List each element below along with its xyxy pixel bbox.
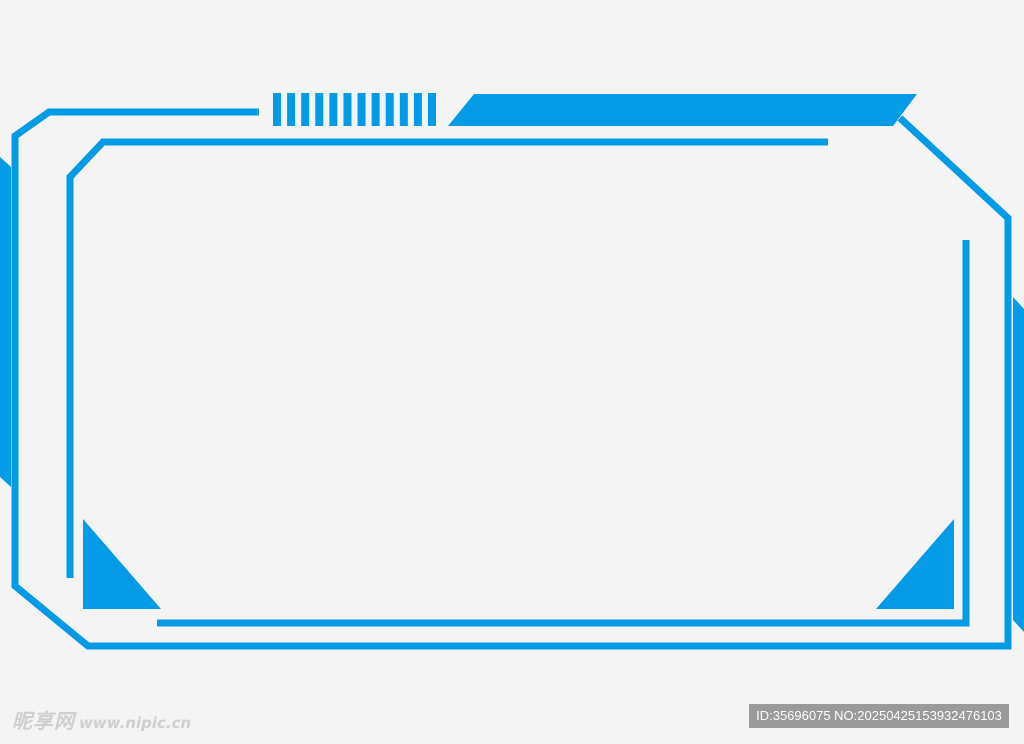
tick-bar [343,93,352,126]
image-id-badge: ID:35696075 NO:20250425153932476103 [749,704,1009,728]
bottom-left-corner-triangle [83,519,161,609]
tick-bar [413,93,422,126]
tick-bar [287,93,296,126]
watermark-brand: 昵享网 [12,709,75,733]
watermark-url: www.nipic.cn [79,714,192,732]
left-edge-accent [0,157,11,487]
top-right-accent-bar [448,94,917,126]
tick-bar [357,93,366,126]
inner-frame-top-left [66,138,828,578]
tick-bar [428,93,436,126]
tick-bar [371,93,380,126]
tick-bars [273,93,436,126]
tick-bar [301,93,310,126]
outer-frame-left-bottom [11,108,1012,650]
tick-bar [273,93,281,126]
tick-bar [315,93,324,126]
tick-bar [329,93,338,126]
bottom-right-corner-triangle [876,519,954,609]
inner-frame-bottom-right [157,240,970,627]
right-edge-accent [1013,297,1024,632]
tick-bar [385,93,394,126]
watermark-logo: 昵享网 www.nipic.cn [12,705,191,734]
tick-bar [399,93,408,126]
